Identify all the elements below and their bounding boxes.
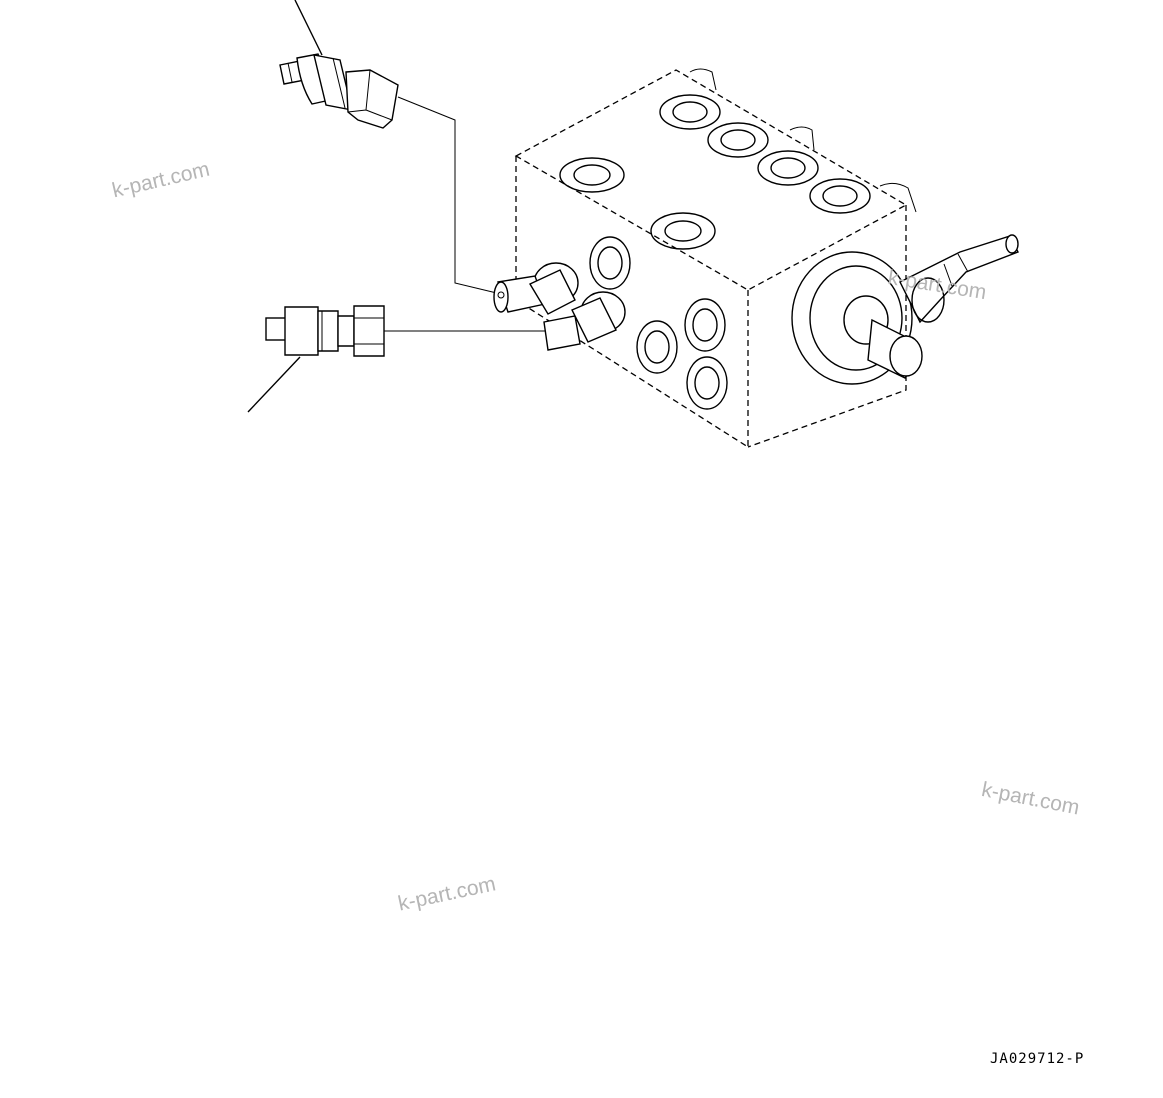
leader-line-lower [247, 356, 301, 413]
front-port-3 [684, 298, 726, 352]
front-port-4 [686, 356, 728, 410]
top-port-6 [650, 212, 716, 250]
connection-line-upper [397, 96, 506, 296]
valve-end-cap [791, 234, 1019, 385]
pressure-switch-upper[interactable] [279, 0, 399, 129]
figure-code: JA029712-P [990, 1051, 1085, 1067]
top-port-2 [707, 122, 769, 158]
front-port-1 [589, 236, 631, 290]
valve-block [493, 68, 1019, 448]
elbow-fitting-lower [543, 291, 626, 351]
top-port-3 [757, 150, 819, 186]
elbow-fitting-upper [493, 262, 579, 315]
top-port-1 [659, 94, 721, 130]
pressure-switch-lower[interactable] [247, 305, 385, 413]
front-port-2 [636, 320, 678, 374]
top-port-5 [559, 157, 625, 193]
top-port-4 [809, 178, 871, 214]
leader-line-upper [294, 0, 323, 56]
